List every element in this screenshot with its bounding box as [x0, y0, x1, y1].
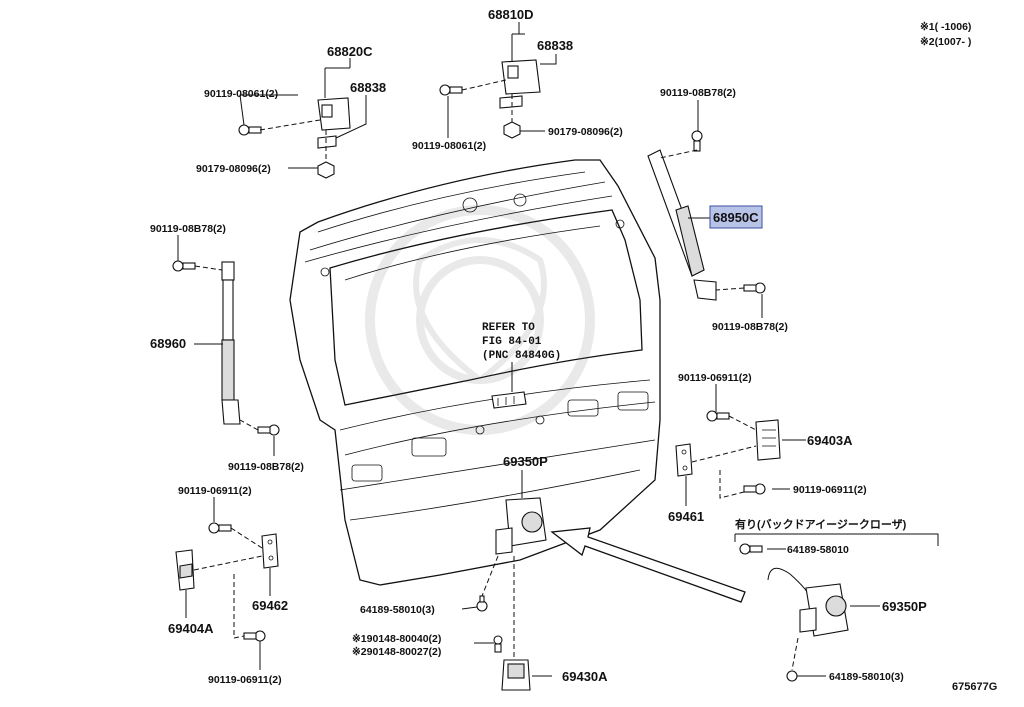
bolt-left-low-icon: [257, 424, 280, 436]
label-nut-center[interactable]: 90179-08096(2): [548, 126, 623, 138]
pointer-arrow-icon: [550, 527, 746, 603]
refer-line-1: REFER TO: [482, 322, 535, 334]
refer-line-3: (PNC 84840G): [482, 350, 561, 362]
bolt-closer-icon: [739, 543, 763, 555]
label-68820C[interactable]: 68820C: [327, 44, 373, 59]
label-bolt-left-low[interactable]: 90119-08B78(2): [228, 461, 304, 473]
handle-ref-part: [491, 391, 527, 409]
highlight-68950c: [709, 205, 763, 229]
note-2: ※2(1007- ): [920, 36, 971, 48]
label-69430A[interactable]: 69430A: [562, 669, 608, 684]
note-1: ※1( -1006): [920, 21, 971, 33]
bolt-69404-top-icon: [208, 522, 232, 534]
label-69462[interactable]: 69462: [252, 598, 288, 613]
pad-69461: [675, 443, 693, 477]
label-screw-closer[interactable]: 64189-58010(3): [829, 671, 904, 683]
bolt-left-top-icon: [172, 260, 196, 272]
bracket-69403a: [755, 419, 781, 461]
hinge-68810d: [499, 59, 541, 109]
screw-lock-icon: [476, 595, 488, 612]
label-bolt-top-center[interactable]: 90119-08061(2): [412, 140, 486, 152]
pad-69462: [261, 533, 279, 569]
label-68838-right[interactable]: 68838: [537, 38, 573, 53]
label-bolt-right-mid[interactable]: 90119-08B78(2): [712, 321, 788, 333]
label-bolt-left-top[interactable]: 90119-08B78(2): [150, 223, 226, 235]
screw-closer-icon: [786, 670, 798, 682]
label-bolt-69403[interactable]: 90119-06911(2): [678, 372, 752, 384]
label-screw-note2[interactable]: ※290148-80027(2): [352, 646, 441, 658]
bolt-69403-icon: [706, 410, 730, 422]
stay-68960: [221, 261, 241, 425]
back-door-panel: [289, 159, 661, 586]
nut-left-icon: [317, 161, 335, 179]
label-bolt-69404-bottom[interactable]: 90119-06911(2): [208, 674, 282, 686]
label-screw-note1[interactable]: ※190148-80040(2): [352, 633, 441, 645]
label-nut-left[interactable]: 90179-08096(2): [196, 163, 271, 175]
bolt-right-mid-icon: [743, 282, 766, 294]
diagram-id: 675677G: [952, 681, 997, 693]
nut-center-icon: [503, 121, 521, 139]
label-bolt-69461[interactable]: 90119-06911(2): [793, 484, 867, 496]
label-68950C[interactable]: 68950C: [713, 210, 759, 225]
bolt-69404-bottom-icon: [243, 630, 266, 642]
lock-69350p-center: [495, 497, 547, 555]
easy-closer-note: 有り(バックドアイージークローザ): [735, 517, 907, 531]
label-68810D[interactable]: 68810D: [488, 7, 534, 22]
bolt-top-left-icon: [238, 124, 262, 136]
label-bolt-right-top[interactable]: 90119-08B78(2): [660, 87, 736, 99]
stay-68950c: [647, 149, 717, 301]
label-69403A[interactable]: 69403A: [807, 433, 853, 448]
label-69404A[interactable]: 69404A: [168, 621, 214, 636]
striker-69430a: [501, 659, 531, 691]
screw-center-icon: [493, 635, 503, 653]
bracket-69404a: [175, 549, 195, 591]
label-69461[interactable]: 69461: [668, 509, 704, 524]
label-68838-left[interactable]: 68838: [350, 80, 386, 95]
closer-69350p-right: [767, 567, 849, 637]
label-69350P-right[interactable]: 69350P: [882, 599, 927, 614]
watermark-emblem: [365, 205, 595, 435]
label-69350P-center[interactable]: 69350P: [503, 454, 548, 469]
label-bolt-closer[interactable]: 64189-58010: [787, 544, 849, 556]
refer-line-2: FIG 84-01: [482, 336, 542, 348]
bolt-right-top-icon: [691, 130, 703, 152]
label-screw-center[interactable]: 64189-58010(3): [360, 604, 435, 616]
label-bolt-top-left[interactable]: 90119-08061(2): [204, 88, 278, 100]
hinge-68820c: [317, 97, 351, 149]
bolt-69461-icon: [743, 483, 766, 495]
label-bolt-69404-top[interactable]: 90119-06911(2): [178, 485, 252, 497]
label-68960[interactable]: 68960: [150, 336, 186, 351]
bolt-top-center-icon: [439, 84, 463, 96]
